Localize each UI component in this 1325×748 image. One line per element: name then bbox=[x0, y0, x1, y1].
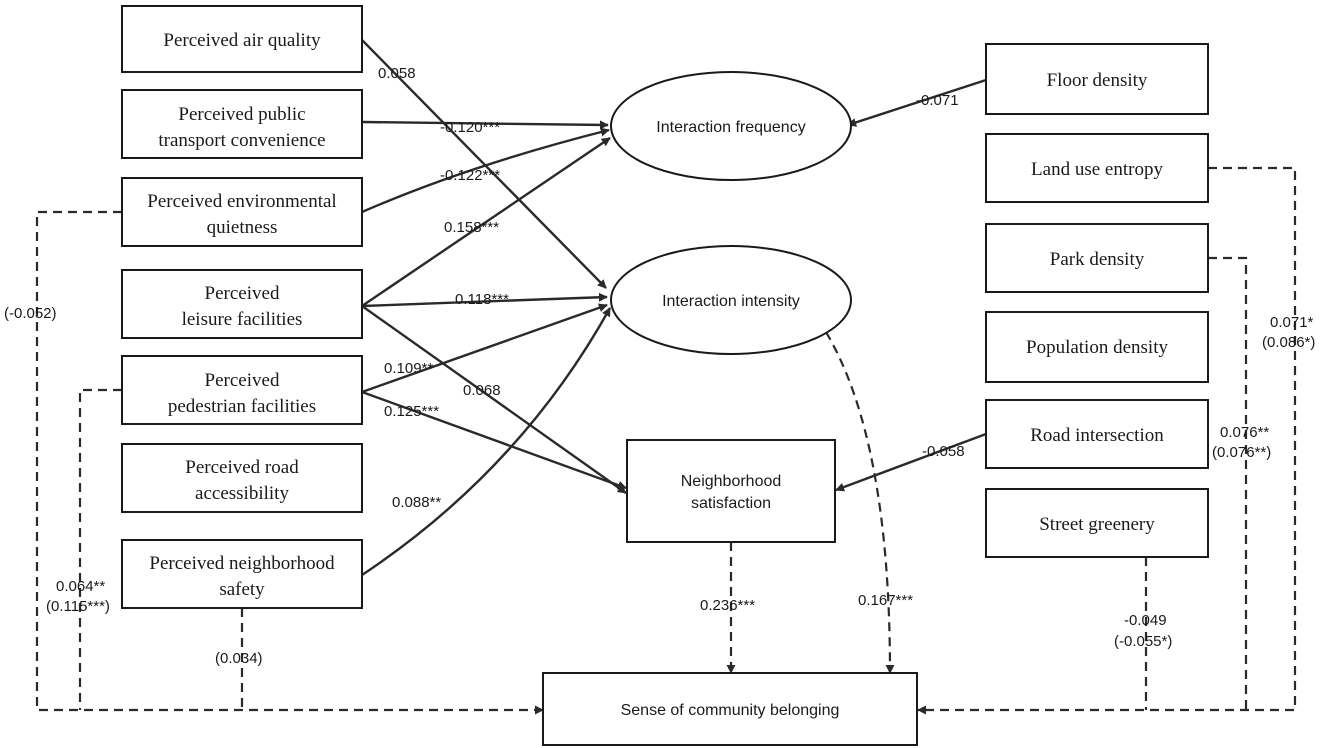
node-label-line-1: Perceived neighborhood bbox=[149, 553, 335, 574]
node-perceived-road-accessibility: Perceived road accessibility bbox=[121, 443, 363, 513]
coefficient-labels: 0.058 -0.120*** -0.122*** 0.158*** 0.118… bbox=[4, 65, 1315, 667]
node-label-line-2: safety bbox=[219, 579, 265, 600]
outcome-variables: Interaction frequency Interaction intens… bbox=[542, 71, 918, 746]
node-interaction-frequency: Interaction frequency bbox=[610, 71, 852, 181]
node-label-line-1: Perceived bbox=[205, 283, 280, 304]
node-interaction-intensity: Interaction intensity bbox=[610, 245, 852, 355]
path-transport-to-frequency bbox=[361, 120, 609, 130]
coef-road-intersection-to-satisfaction: -0.058 bbox=[922, 443, 965, 460]
path-leisure-to-satisfaction bbox=[361, 305, 627, 494]
path-pedestrian-to-satisfaction bbox=[361, 390, 627, 490]
coef-pedestrian-to-belonging-1: 0.064** bbox=[56, 578, 105, 595]
path-safety-to-intensity bbox=[361, 307, 612, 576]
path-leisure-to-intensity bbox=[361, 292, 608, 308]
path-land-use-to-belonging bbox=[917, 166, 1297, 715]
path-pedestrian-to-intensity bbox=[361, 303, 608, 394]
node-label-line-2: satisfaction bbox=[691, 495, 771, 512]
right-observed-variables: Floor density Land use entropy Park dens… bbox=[985, 43, 1209, 558]
node-neighborhood-satisfaction: Neighborhood satisfaction bbox=[626, 439, 836, 543]
node-perceived-pedestrian-facilities: Perceived pedestrian facilities bbox=[121, 355, 363, 425]
node-park-density: Park density bbox=[985, 223, 1209, 293]
node-label: Land use entropy bbox=[1031, 159, 1163, 180]
coef-greenery-to-belonging-1: -0.049 bbox=[1124, 612, 1167, 629]
node-label-line-2: accessibility bbox=[195, 483, 289, 504]
node-label: Floor density bbox=[1047, 70, 1148, 91]
coef-land-use-to-belonging-1: 0.071* bbox=[1270, 314, 1314, 331]
coef-air-to-intensity: 0.058 bbox=[378, 65, 416, 82]
node-street-greenery: Street greenery bbox=[985, 488, 1209, 558]
node-label: Sense of community belonging bbox=[621, 702, 840, 719]
coef-park-to-belonging-1: 0.076** bbox=[1220, 424, 1269, 441]
coef-greenery-to-belonging-2: (-0.055*) bbox=[1114, 633, 1172, 650]
left-observed-variables: Perceived air quality Perceived public t… bbox=[121, 5, 363, 609]
node-perceived-neighborhood-safety: Perceived neighborhood safety bbox=[121, 539, 363, 609]
coef-quietness-to-belonging: (-0.052) bbox=[4, 305, 57, 322]
path-air-quality-to-intensity bbox=[361, 39, 607, 289]
coef-leisure-to-frequency: 0.158*** bbox=[444, 219, 499, 236]
path-leisure-to-frequency bbox=[361, 137, 611, 307]
coef-floor-density-to-frequency: -0.071 bbox=[916, 92, 959, 109]
node-label-line-1: Perceived public bbox=[178, 104, 305, 125]
node-label: Interaction frequency bbox=[656, 119, 805, 136]
node-label: Population density bbox=[1026, 337, 1168, 358]
path-quietness-to-belonging bbox=[35, 210, 544, 715]
node-land-use-entropy: Land use entropy bbox=[985, 133, 1209, 203]
node-label: Perceived air quality bbox=[163, 30, 321, 51]
node-population-density: Population density bbox=[985, 311, 1209, 383]
node-perceived-public-transport: Perceived public transport convenience bbox=[121, 89, 363, 159]
path-quietness-to-frequency bbox=[361, 127, 610, 214]
node-floor-density: Floor density bbox=[985, 43, 1209, 115]
node-perceived-air-quality: Perceived air quality bbox=[121, 5, 363, 73]
coef-pedestrian-to-intensity: 0.109** bbox=[384, 360, 433, 377]
node-road-intersection: Road intersection bbox=[985, 399, 1209, 469]
coef-leisure-to-intensity: 0.118*** bbox=[455, 291, 509, 308]
dashed-paths bbox=[35, 166, 1297, 715]
node-label: Street greenery bbox=[1039, 514, 1155, 535]
node-label-line-1: Perceived environmental bbox=[147, 191, 336, 212]
path-road-intersection-to-satisfaction bbox=[835, 432, 987, 492]
coef-safety-to-intensity: 0.088** bbox=[392, 494, 441, 511]
node-label-line-2: pedestrian facilities bbox=[168, 396, 316, 417]
coef-land-use-to-belonging-2: (0.086*) bbox=[1262, 334, 1315, 351]
node-label: Road intersection bbox=[1030, 425, 1164, 446]
coef-intensity-to-belonging: 0.167*** bbox=[858, 592, 913, 609]
path-intensity-to-belonging bbox=[825, 331, 895, 674]
coef-park-to-belonging-2: (0.076**) bbox=[1212, 444, 1271, 461]
coef-satisfaction-to-belonging: 0.236*** bbox=[700, 597, 755, 614]
node-label-line-2: quietness bbox=[207, 217, 278, 238]
path-pedestrian-to-belonging bbox=[78, 388, 122, 710]
path-park-density-to-belonging bbox=[1208, 256, 1248, 710]
node-label-line-2: transport convenience bbox=[158, 130, 325, 151]
node-label-line-1: Perceived road bbox=[185, 457, 299, 478]
node-label: Interaction intensity bbox=[662, 293, 800, 310]
coef-pedestrian-to-satisfaction: 0.125*** bbox=[384, 403, 439, 420]
coef-transport-to-frequency: -0.120*** bbox=[440, 119, 500, 136]
node-perceived-leisure-facilities: Perceived leisure facilities bbox=[121, 269, 363, 339]
coef-pedestrian-to-belonging-2: (0.115***) bbox=[46, 598, 110, 615]
solid-paths bbox=[361, 39, 987, 576]
coef-quietness-to-frequency: -0.122*** bbox=[440, 167, 500, 184]
coef-leisure-to-satisfaction: 0.068 bbox=[463, 382, 501, 399]
coef-safety-to-belonging: (0.034) bbox=[215, 650, 263, 667]
node-label: Park density bbox=[1050, 249, 1145, 270]
node-label-line-1: Perceived bbox=[205, 370, 280, 391]
node-sense-of-community-belonging: Sense of community belonging bbox=[542, 672, 918, 746]
path-floor-density-to-frequency bbox=[847, 78, 987, 127]
node-label-line-1: Neighborhood bbox=[681, 473, 782, 490]
node-label-line-2: leisure facilities bbox=[182, 309, 303, 330]
node-perceived-environmental-quietness: Perceived environmental quietness bbox=[121, 177, 363, 247]
